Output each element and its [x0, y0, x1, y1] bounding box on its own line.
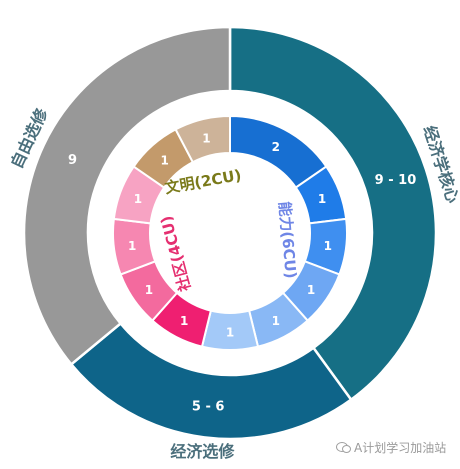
outer-segment-0 [228, 25, 438, 402]
outer-name-label: 经济选修 [170, 442, 235, 461]
inner-value-label: 1 [272, 314, 280, 328]
outer-segment-2 [22, 25, 232, 367]
inner-value-label: 1 [307, 283, 315, 297]
inner-value-label: 2 [272, 140, 280, 154]
inner-segment-11 [174, 114, 231, 164]
outer-value-label: 9 [68, 153, 77, 168]
outer-value-label: 9 - 10 [375, 173, 417, 188]
inner-value-label: 1 [226, 326, 234, 340]
inner-value-label: 1 [161, 153, 169, 167]
inner-value-label: 1 [128, 239, 136, 253]
inner-value-label: 1 [318, 192, 326, 206]
watermark-text: A计划学习加油站 [354, 441, 447, 455]
inner-value-label: 1 [202, 131, 210, 145]
outer-value-label: 5 - 6 [192, 400, 225, 415]
inner-value-label: 1 [180, 314, 188, 328]
inner-value-label: 1 [134, 192, 142, 206]
inner-value-label: 1 [145, 283, 153, 297]
chat-icon [336, 442, 351, 453]
inner-value-label: 1 [324, 239, 332, 253]
watermark: A计划学习加油站 [336, 439, 446, 456]
